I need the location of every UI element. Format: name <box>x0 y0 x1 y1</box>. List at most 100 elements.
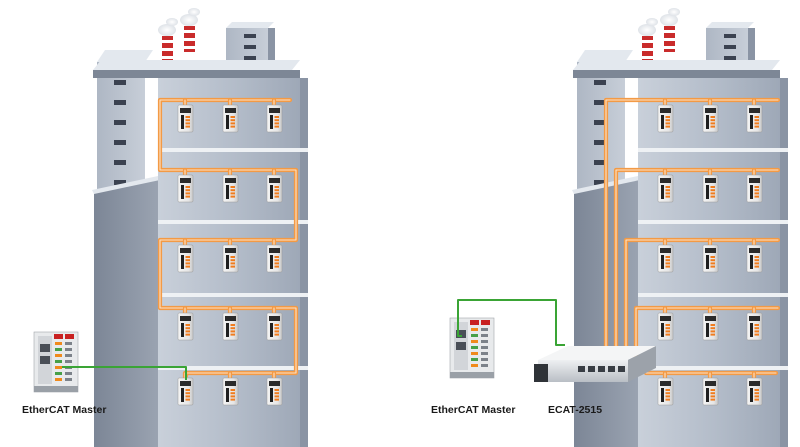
io-slave-module-icon <box>222 244 239 273</box>
right-ethernet-cable <box>457 299 565 346</box>
main-facade-side <box>300 78 308 447</box>
io-slave-module-icon <box>702 312 719 341</box>
roof-edge <box>93 70 300 78</box>
switch-port <box>588 366 595 372</box>
io-slave-module-icon <box>222 104 239 133</box>
smoke-puff <box>660 14 678 26</box>
io-slave-module-icon <box>657 244 674 273</box>
roof-top <box>573 60 780 70</box>
io-slave-module-icon <box>746 244 763 273</box>
io-slave-module-icon <box>702 244 719 273</box>
rear-tower-window <box>594 120 606 125</box>
io-slave-module-icon <box>266 104 283 133</box>
left-ethernet-cable <box>62 366 187 380</box>
io-slave-module-icon <box>177 104 194 133</box>
switch-port <box>598 366 605 372</box>
floor-slab <box>638 148 788 152</box>
smoke-puff <box>638 24 656 36</box>
io-slave-module-icon <box>177 174 194 203</box>
io-slave-module-icon <box>746 377 763 406</box>
floor-slab <box>638 293 788 297</box>
chimney-stripe <box>642 48 653 51</box>
star-riser-floor-4 <box>633 305 781 360</box>
penthouse-side <box>268 28 275 76</box>
chimney-stripe <box>184 46 195 49</box>
floor-slab <box>158 220 308 224</box>
rear-tower-window <box>594 180 606 185</box>
switch-label: ECAT-2515 <box>548 404 603 416</box>
rear-tower-window <box>114 80 126 85</box>
star-riser-floor-1 <box>603 97 781 360</box>
penthouse-roof <box>706 22 754 28</box>
ethercat-switch-icon <box>534 346 656 382</box>
chimney-stripe <box>664 46 675 49</box>
right-master-label: EtherCAT Master <box>431 404 516 416</box>
io-slave-module-icon <box>657 377 674 406</box>
star-riser-floor-2 <box>613 167 781 360</box>
io-slave-module-icon <box>266 174 283 203</box>
ecat-2515-switch <box>534 346 656 382</box>
floor-slab <box>638 366 788 370</box>
io-slave-module-icon <box>266 312 283 341</box>
master-controllers <box>33 299 565 393</box>
io-slave-module-icon <box>177 377 194 406</box>
left-master-label: EtherCAT Master <box>22 404 107 416</box>
io-slave-module-icon <box>702 104 719 133</box>
penthouse-window <box>244 56 256 60</box>
io-slave-module-icon <box>222 174 239 203</box>
chimney-stripe <box>184 30 195 33</box>
main-facade-side <box>780 78 788 447</box>
io-slave-module-icon <box>266 244 283 273</box>
io-slave-module-icon <box>746 174 763 203</box>
smoke-puff <box>158 24 176 36</box>
ethercat-master-controller-icon <box>33 331 79 393</box>
switch-power-block <box>534 364 548 382</box>
rear-tower-window <box>114 140 126 145</box>
floor-slab <box>158 293 308 297</box>
io-slave-module-icon <box>657 174 674 203</box>
io-slave-module-icon <box>746 104 763 133</box>
penthouse-roof <box>226 22 274 28</box>
smoke-puff <box>188 8 200 16</box>
chimney-stripe <box>184 38 195 41</box>
rear-tower-roof <box>97 50 153 62</box>
rear-tower-window <box>594 100 606 105</box>
chimney-stripe <box>664 38 675 41</box>
floor-slab <box>158 366 308 370</box>
rear-tower-window <box>114 100 126 105</box>
smoke-puff <box>646 18 658 26</box>
rear-tower-roof <box>577 50 633 62</box>
io-slave-module-icon <box>702 377 719 406</box>
right-slave-modules <box>657 104 763 406</box>
rear-tower-window <box>594 140 606 145</box>
rear-tower-window <box>594 160 606 165</box>
roof-top <box>93 60 300 70</box>
smoke-puff <box>180 14 198 26</box>
switch-top <box>538 346 656 360</box>
rear-tower <box>97 62 145 202</box>
io-slave-module-icon <box>702 174 719 203</box>
penthouse-window <box>244 34 256 38</box>
chimney-stripe <box>664 30 675 33</box>
penthouse-window <box>244 45 256 49</box>
chimney-stripe <box>162 40 173 43</box>
chimney-stripe <box>162 48 173 51</box>
io-slave-module-icon <box>746 312 763 341</box>
io-slave-module-icon <box>222 312 239 341</box>
smoke-puff <box>166 18 178 26</box>
switch-port <box>578 366 585 372</box>
io-slave-module-icon <box>222 377 239 406</box>
rear-tower-window <box>114 120 126 125</box>
io-slave-module-icon <box>657 104 674 133</box>
switch-side <box>628 346 656 382</box>
penthouse-window <box>724 34 736 38</box>
penthouse-side <box>748 28 755 76</box>
left-slave-modules <box>177 104 283 406</box>
switch-port <box>618 366 625 372</box>
smoke-puff <box>668 8 680 16</box>
io-slave-module-icon <box>177 244 194 273</box>
roof-edge <box>573 70 780 78</box>
chimney-stripe <box>162 56 173 59</box>
penthouse-window <box>724 45 736 49</box>
